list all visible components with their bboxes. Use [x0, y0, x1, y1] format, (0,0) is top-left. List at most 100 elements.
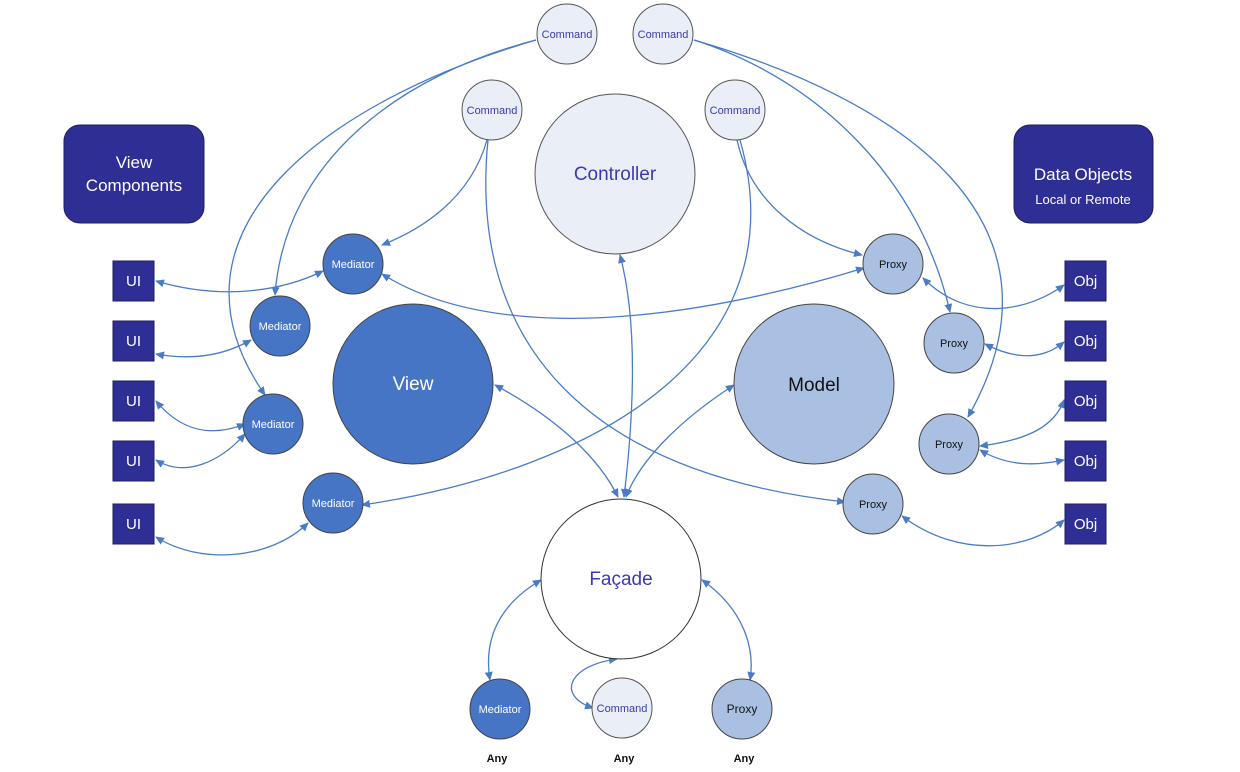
proxy-node: Proxy: [842, 473, 904, 535]
command-node: Command: [461, 79, 523, 141]
edge-ui3-mediator-c: [155, 400, 246, 432]
mediator-nodes: Mediator Mediator Mediator Mediator: [242, 233, 384, 534]
mediator-label: Mediator: [252, 419, 295, 431]
obj-box-label: Obj: [1074, 516, 1097, 533]
ui-box-label: UI: [126, 516, 141, 533]
mediator-node: Mediator: [322, 233, 384, 295]
bottom-mediator-label: Mediator: [479, 704, 522, 716]
edge-cmd1-mediator-c: [228, 39, 537, 396]
edge-model-facade: [625, 384, 735, 498]
edge-facade-mediator-any: [484, 579, 542, 681]
edge-obj1-proxy-a: [922, 277, 1065, 310]
obj-box: Obj: [1064, 320, 1107, 362]
ui-box: UI: [112, 440, 155, 482]
bottom-command-node: Command: [591, 677, 653, 739]
bottom-proxy-label: Proxy: [727, 702, 758, 716]
facade-node: Façade: [540, 498, 702, 660]
any-label: Any: [614, 753, 636, 765]
edge-ui5-mediator-d: [155, 522, 309, 556]
bottom-mediator-node: Mediator: [469, 678, 531, 740]
command-label: Command: [467, 105, 518, 117]
edges: [155, 39, 1066, 710]
command-label: Command: [542, 29, 593, 41]
controller-node: Controller: [534, 93, 696, 255]
bottom-nodes: Mediator Command Proxy Any Any Any: [469, 677, 773, 765]
edge-obj3-proxy-c: [979, 399, 1066, 450]
header-data-objects-line2: Local or Remote: [1035, 192, 1130, 207]
mediator-node: Mediator: [302, 472, 364, 534]
obj-box: Obj: [1064, 260, 1107, 302]
edge-controller-facade: [618, 254, 634, 498]
proxy-node: Proxy: [862, 233, 924, 295]
edge-cmd1-mediator-b: [271, 39, 537, 296]
view-node: View: [332, 303, 494, 465]
proxy-label: Proxy: [935, 439, 964, 451]
controller-label: Controller: [574, 164, 657, 185]
ui-boxes: UI UI UI UI UI: [112, 260, 155, 545]
model-node: Model: [733, 303, 895, 465]
model-label: Model: [788, 375, 840, 396]
edge-ui1-mediator-a: [155, 270, 324, 293]
proxy-node: Proxy: [923, 312, 985, 374]
proxy-node: Proxy: [918, 413, 980, 475]
header-data-objects: Data Objects Local or Remote: [1013, 124, 1154, 224]
ui-box-label: UI: [126, 273, 141, 290]
header-view-components-line1: View: [116, 153, 153, 172]
ui-box-label: UI: [126, 333, 141, 350]
ui-box: UI: [112, 503, 155, 545]
edge-ui4-mediator-c: [155, 433, 246, 469]
obj-box: Obj: [1064, 440, 1107, 482]
edge-facade-proxy-any: [701, 579, 756, 681]
mediator-node: Mediator: [242, 393, 304, 455]
header-view-components-line2: Components: [86, 176, 182, 195]
command-nodes: Command Command Command Command: [461, 3, 766, 141]
edge-view-facade: [494, 384, 619, 498]
proxy-label: Proxy: [879, 259, 908, 271]
obj-box-label: Obj: [1074, 453, 1097, 470]
obj-box: Obj: [1064, 503, 1107, 545]
edge-facade-command-any: [570, 656, 618, 710]
edge-cmd4-proxy-a: [736, 139, 863, 258]
any-label: Any: [487, 753, 509, 765]
mediator-node: Mediator: [249, 295, 311, 357]
any-label: Any: [734, 753, 756, 765]
edge-obj5-proxy-d: [901, 515, 1065, 547]
proxy-label: Proxy: [940, 338, 969, 350]
command-label: Command: [638, 29, 689, 41]
command-node: Command: [704, 79, 766, 141]
mediator-label: Mediator: [312, 498, 355, 510]
ui-box-label: UI: [126, 393, 141, 410]
obj-box-label: Obj: [1074, 333, 1097, 350]
obj-box-label: Obj: [1074, 393, 1097, 410]
edge-obj2-proxy-b: [984, 341, 1065, 357]
edge-cmd3-mediator-a: [381, 139, 488, 246]
command-node: Command: [632, 3, 694, 65]
edge-ui2-mediator-b: [155, 339, 252, 360]
obj-boxes: Obj Obj Obj Obj Obj: [1064, 260, 1107, 545]
edge-cmd2-proxy-c: [693, 39, 1003, 418]
obj-box: Obj: [1064, 380, 1107, 422]
command-label: Command: [710, 105, 761, 117]
view-label: View: [393, 374, 434, 395]
mediator-label: Mediator: [259, 321, 302, 333]
edge-cmd3-proxy-d: [485, 139, 846, 506]
bottom-proxy-node: Proxy: [711, 678, 773, 740]
facade-label: Façade: [589, 569, 652, 590]
ui-box: UI: [112, 260, 155, 302]
mediator-label: Mediator: [332, 259, 375, 271]
edge-obj4-proxy-c: [979, 449, 1065, 466]
ui-box: UI: [112, 380, 155, 422]
ui-box-label: UI: [126, 453, 141, 470]
edge-cmd2-proxy-b: [693, 39, 953, 313]
proxy-nodes: Proxy Proxy Proxy Proxy: [842, 233, 985, 535]
edge-mediator-a-proxy-a: [381, 266, 865, 319]
header-data-objects-line1: Data Objects: [1034, 165, 1132, 184]
proxy-label: Proxy: [859, 499, 888, 511]
header-view-components: View Components: [63, 124, 205, 224]
bottom-command-label: Command: [597, 703, 648, 715]
obj-box-label: Obj: [1074, 273, 1097, 290]
ui-box: UI: [112, 320, 155, 362]
command-node: Command: [536, 3, 598, 65]
